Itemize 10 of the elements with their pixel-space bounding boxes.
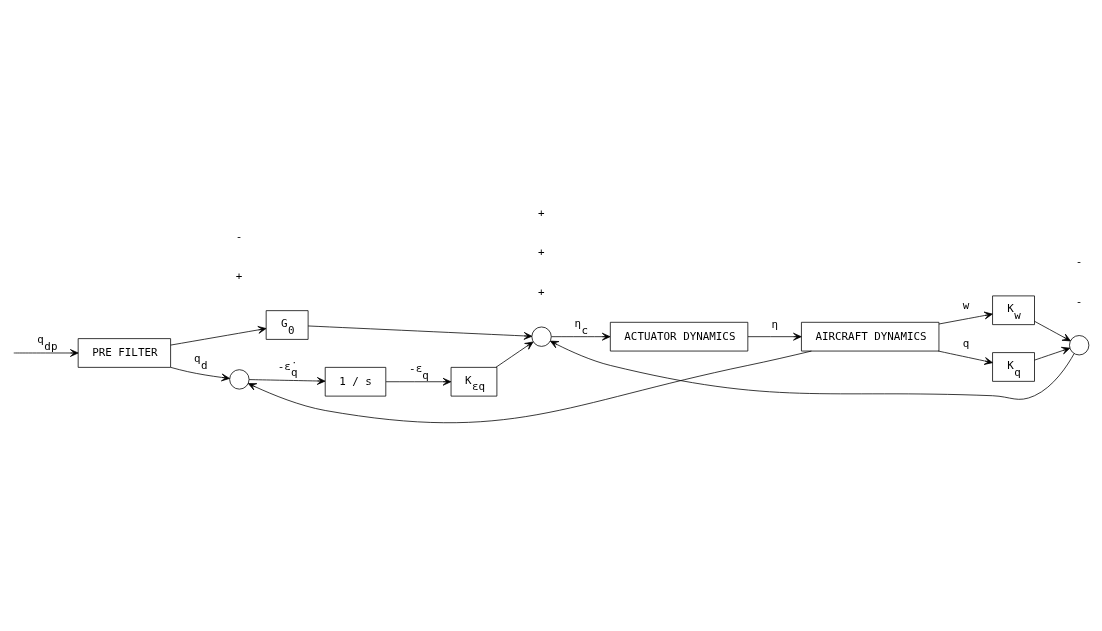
label: - xyxy=(1075,294,1083,308)
edge-label: q xyxy=(962,336,970,350)
label: + xyxy=(538,246,545,260)
edge-label: η xyxy=(771,317,779,331)
label: - xyxy=(1075,254,1083,268)
label: + xyxy=(538,286,545,300)
label: - xyxy=(235,230,243,244)
label: + xyxy=(235,269,243,283)
label: + xyxy=(538,206,545,220)
edge-label: w xyxy=(962,299,970,313)
